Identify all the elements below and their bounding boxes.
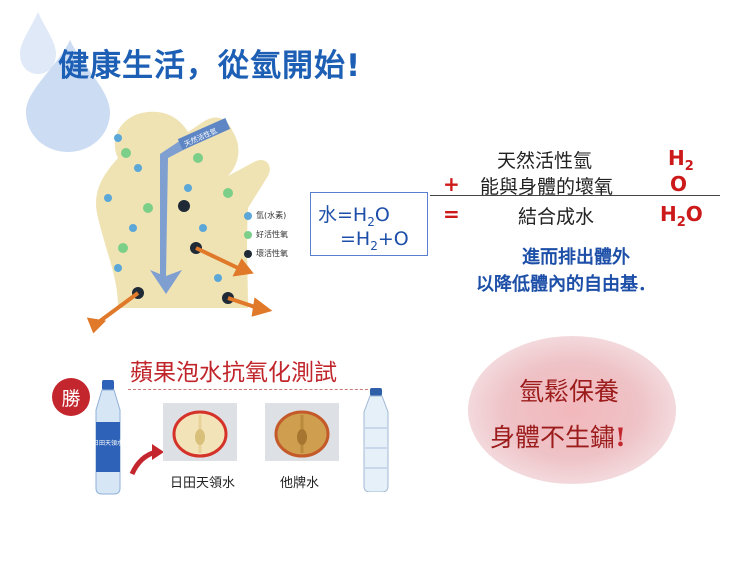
reaction-row-3-text: 結合成水 [518,206,595,228]
plus-sign: + [443,172,460,196]
caption-right: 他牌水 [280,476,320,491]
symbol-sub: 2 [684,159,694,174]
symbol-o: O [685,202,703,226]
win-badge: 勝 [52,378,90,416]
symbol-h: H [668,146,685,170]
legend-dot [244,249,252,258]
formula-water: 水 [318,204,338,226]
good-oxygen-dot [223,188,233,198]
caption-left: 日田天領水 [170,476,236,491]
slogan-line-1: 氫鬆保養 [519,377,620,406]
bad-oxygen-dot [178,200,190,212]
brand-bottle [95,380,121,495]
large-drop [26,40,110,152]
formula-sub-1: 2 [367,214,375,229]
symbol-h: H [660,202,677,226]
hydrogen-dot [184,184,192,192]
water-formula-box [310,192,428,256]
note-line-1: 進而排出體外 [522,247,630,268]
good-oxygen-dot [118,243,128,253]
apple-photo-left [163,403,237,461]
hydrogen-dot [134,164,142,172]
legend-label: 壞活性氧 [256,249,288,258]
reaction-row-3-symbol: H2O [660,202,703,230]
legend-item-hydrogen: 氫(水素) [244,210,308,221]
hydrogen-dot [114,134,122,142]
hydrogen-dots [104,134,222,282]
apple-icon [172,410,228,458]
slogan-blob [468,336,676,484]
brand-bottle-label: 日田天領水 [92,440,123,447]
formula-tail-2: +O [377,228,409,250]
body-hydrogen-figure: 天然活性氫 [86,111,273,334]
legend-dot [244,211,252,220]
legend-label: 好活性氧 [256,230,288,239]
legend-dot [244,230,252,239]
formula-eq-1: =H [337,204,368,226]
competitor-bottle [363,388,389,492]
apple-photo-right [265,403,339,461]
good-oxygen-dots [118,148,233,253]
reaction-divider [430,195,720,196]
symbol-sub: 2 [676,215,686,230]
hydrogen-dot [214,274,222,282]
slogan-line-2: 身體不生鏽! [490,418,626,454]
note-line-2: 以降低體內的自由基． [476,274,656,295]
expel-arrows [86,246,273,334]
reaction-row-1-symbol: H2 [668,146,694,174]
formula-eq-2: =H [340,228,371,250]
formula-line-1: 水=H2O [318,200,390,229]
apple-test-divider [128,389,378,390]
reaction-row-2-text: 能與身體的壞氧 [480,176,614,198]
reaction-row-1-text: 天然活性氫 [497,150,593,172]
equals-sign: = [443,202,460,226]
hydrogen-dot [129,224,137,232]
hydrogen-dot [199,224,207,232]
good-oxygen-dot [121,148,131,158]
slogan-exclaim: ! [615,423,626,452]
page-title: 健康生活，從氫開始! [58,48,362,84]
water-drop-decoration [20,12,110,152]
water-stream [150,126,214,294]
legend-item-bad-oxygen: 壞活性氧 [244,248,308,259]
legend-item-good-oxygen: 好活性氧 [244,229,308,240]
pointing-arrow-icon [129,444,164,476]
good-oxygen-dot [193,153,203,163]
arrow-label-box [177,117,231,151]
legend-label: 氫(水素) [256,211,287,220]
slogan-line-2-text: 身體不生鏽 [490,423,616,452]
formula-sub-2: 2 [370,238,378,253]
formula-line-2: =H2+O [340,228,409,253]
reaction-row-2-symbol: O [670,172,688,196]
small-drop [20,12,56,74]
hydrogen-dot [114,264,122,272]
figure-legend: 氫(水素) 好活性氧 壞活性氧 [244,210,308,259]
apple-test-title: 蘋果泡水抗氧化測試 [130,360,337,386]
apple-icon [274,410,330,458]
formula-tail-1: O [374,204,390,226]
good-oxygen-dot [143,203,153,213]
hydrogen-dot [104,194,112,202]
